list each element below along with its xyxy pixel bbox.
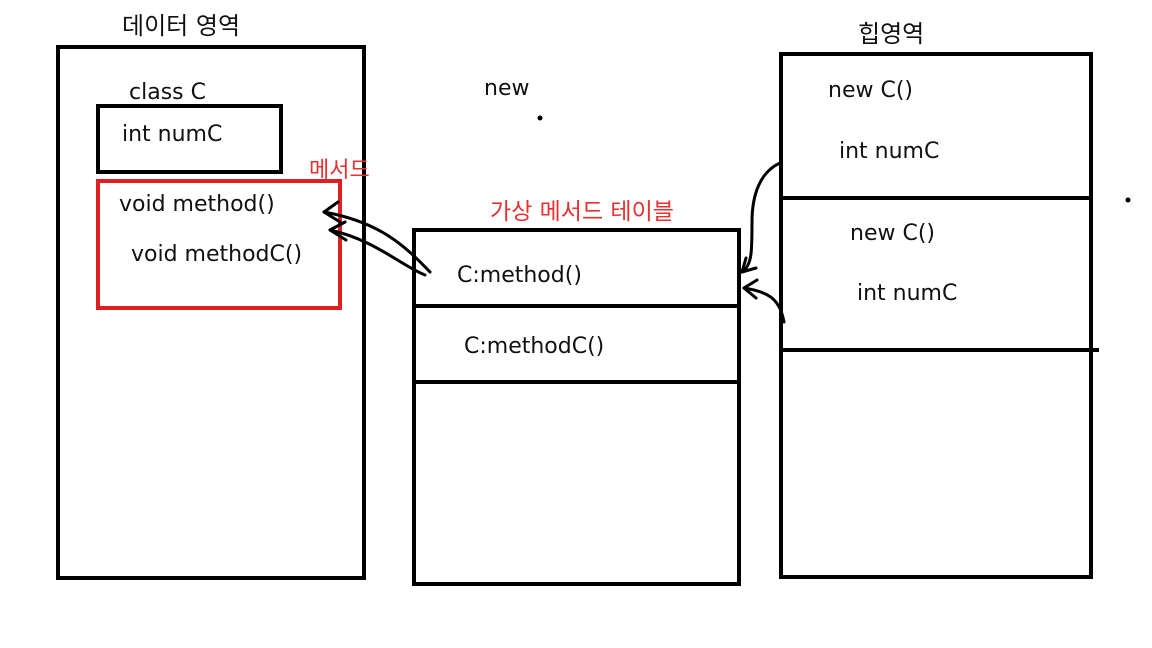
data-area-box: [56, 45, 366, 580]
methods-label: 메서드: [309, 158, 370, 183]
vtable-title: 가상 메서드 테이블: [490, 199, 674, 225]
new-label: new: [484, 76, 530, 101]
data-area-title: 데이터 영역: [122, 12, 241, 40]
arrowhead-heap1: [740, 256, 758, 274]
vtable-divider-2: [412, 380, 741, 384]
heap-title: 힙영역: [858, 20, 925, 48]
field-label: int numC: [122, 122, 223, 147]
arrow-heap1-to-vtable: [740, 161, 782, 274]
heap-object1-field: int numC: [839, 139, 940, 164]
method-item-methodC: void methodC(): [131, 242, 303, 267]
arrow-heap2-to-vtable: [742, 286, 786, 324]
vtable-entry-methodC: C:methodC(): [464, 334, 605, 359]
heap-divider-2: [779, 348, 1099, 352]
vtable-entry-method: C:method(): [457, 263, 582, 288]
class-label: class C: [129, 80, 206, 105]
heap-object2-new: new C(): [850, 221, 935, 246]
vtable-divider-1: [412, 304, 741, 308]
heap-object1-new: new C(): [828, 78, 913, 103]
heap-box: [779, 52, 1093, 579]
heap-divider-1: [779, 196, 1093, 200]
dot-mark: [537, 115, 543, 121]
arrowhead-heap2: [742, 278, 759, 300]
vtable-box: [412, 228, 741, 586]
method-item-method: void method(): [119, 192, 275, 217]
heap-object2-field: int numC: [857, 281, 958, 306]
dot-mark: [1125, 197, 1131, 203]
field-box: [96, 104, 283, 174]
